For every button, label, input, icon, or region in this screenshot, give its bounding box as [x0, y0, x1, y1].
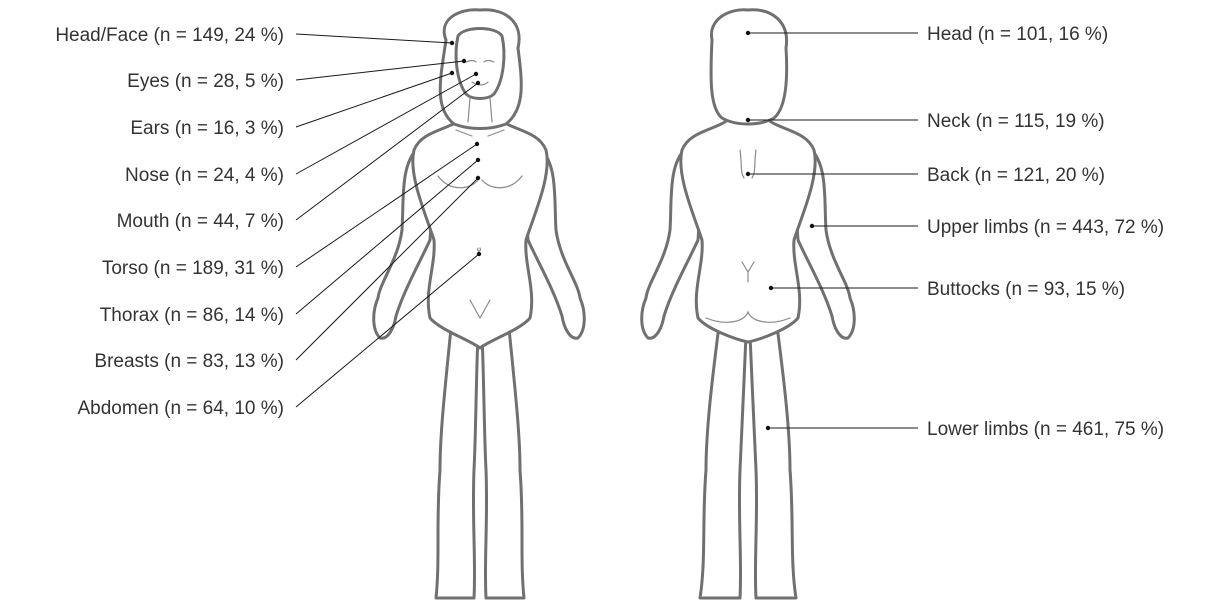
- dot-breasts: [476, 176, 480, 180]
- label-upper-limbs: Upper limbs (n = 443, 72 %): [927, 217, 1164, 238]
- label-neck: Neck (n = 115, 19 %): [927, 111, 1105, 132]
- front-body-figure: [374, 10, 585, 598]
- label-back: Back (n = 121, 20 %): [927, 165, 1105, 186]
- label-buttocks: Buttocks (n = 93, 15 %): [927, 279, 1125, 300]
- back-body-figure: [642, 10, 855, 598]
- dot-abdomen: [477, 252, 481, 256]
- dot-thorax: [476, 158, 480, 162]
- label-breasts: Breasts (n = 83, 13 %): [94, 351, 284, 372]
- dot-back: [746, 172, 750, 176]
- label-abdomen: Abdomen (n = 64, 10 %): [78, 398, 285, 419]
- dot-upper-limbs: [810, 224, 814, 228]
- label-mouth: Mouth (n = 44, 7 %): [117, 211, 284, 232]
- label-torso: Torso (n = 189, 31 %): [102, 258, 284, 279]
- back-labels: Head (n = 101, 16 %) Neck (n = 115, 19 %…: [927, 24, 1164, 440]
- label-thorax: Thorax (n = 86, 14 %): [100, 305, 284, 326]
- dot-neck: [746, 118, 750, 122]
- dot-eyes: [462, 59, 466, 63]
- dot-lower-limbs: [766, 426, 770, 430]
- dot-buttocks: [769, 286, 773, 290]
- front-labels: Head/Face (n = 149, 24 %) Eyes (n = 28, …: [55, 25, 284, 419]
- dot-nose: [474, 72, 478, 76]
- label-nose: Nose (n = 24, 4 %): [125, 165, 284, 186]
- leader-head-face: [296, 34, 452, 43]
- dot-head-face: [450, 41, 454, 45]
- dot-mouth: [476, 81, 480, 85]
- label-eyes: Eyes (n = 28, 5 %): [127, 71, 284, 92]
- dot-ears: [450, 71, 454, 75]
- label-ears: Ears (n = 16, 3 %): [130, 118, 284, 139]
- label-lower-limbs: Lower limbs (n = 461, 75 %): [927, 419, 1164, 440]
- label-head-face: Head/Face (n = 149, 24 %): [55, 25, 284, 46]
- dot-torso: [475, 142, 479, 146]
- dot-head: [746, 31, 750, 35]
- label-head: Head (n = 101, 16 %): [927, 24, 1108, 45]
